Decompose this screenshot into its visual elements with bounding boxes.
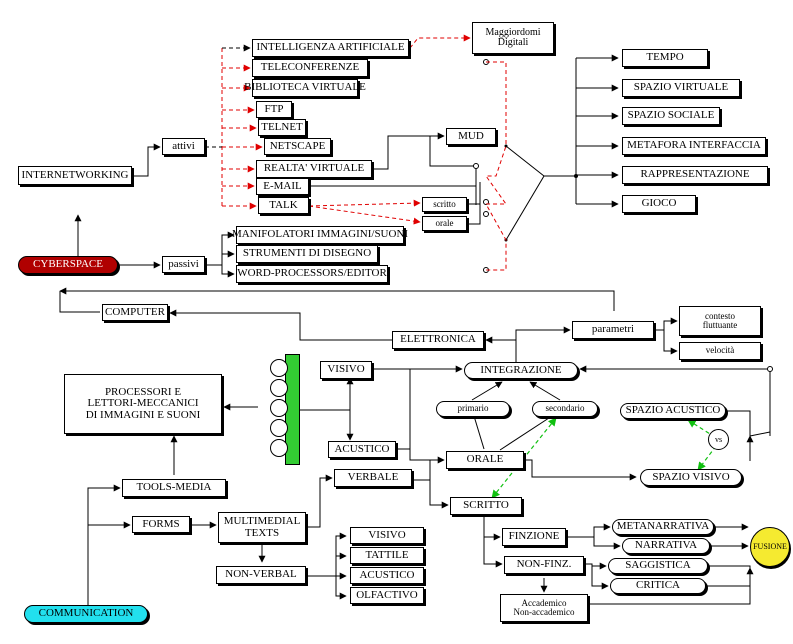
spazio-acustico-node: SPAZIO ACUSTICO bbox=[620, 403, 726, 419]
teleconferenze-node: TELECONFERENZE bbox=[252, 59, 368, 77]
media-circle bbox=[270, 359, 288, 377]
spazio-sociale-node: SPAZIO SOCIALE bbox=[622, 107, 720, 125]
passivi-node: passivi bbox=[162, 256, 205, 273]
internetworking-node: INTERNETWORKING bbox=[18, 166, 132, 185]
media-circle bbox=[270, 399, 288, 417]
scritto-node: SCRITTO bbox=[450, 497, 522, 515]
mud-node: MUD bbox=[446, 128, 496, 145]
non-finz-node: NON-FINZ. bbox=[504, 556, 584, 574]
communication-node: COMMUNICATION bbox=[24, 605, 148, 623]
biblioteca-virtuale-node: BIBLIOTECA VIRTUALE bbox=[244, 79, 366, 97]
computer-node: COMPUTER bbox=[102, 304, 168, 321]
critica-node: CRITICA bbox=[610, 578, 706, 594]
media-circle bbox=[270, 379, 288, 397]
fusione-node: FUSIONE bbox=[750, 527, 790, 567]
metanarrativa-node: METANARRATIVA bbox=[612, 519, 714, 535]
vs-label: vs bbox=[714, 435, 723, 444]
realta-virtuale-node: REALTA' VIRTUALE bbox=[256, 160, 372, 178]
acustico-top-node: ACUSTICO bbox=[328, 441, 396, 458]
olfactivo-node: OLFACTIVO bbox=[350, 587, 424, 604]
attivi-node: attivi bbox=[162, 138, 205, 155]
visivo-low-node: VISIVO bbox=[350, 527, 424, 544]
acustico-low-node: ACUSTICO bbox=[350, 567, 424, 584]
scritto-small-node: scritto bbox=[422, 197, 467, 212]
metafora-interfaccia-node: METAFORA INTERFACCIA bbox=[622, 137, 766, 155]
elettronica-node: ELETTRONICA bbox=[392, 331, 484, 349]
manipolatori-node: MANIFOLATORI IMMAGINI/SUONI bbox=[232, 226, 408, 244]
talk-node: TALK bbox=[258, 197, 309, 214]
word-processors-node: WORD-PROCESSORS/EDITOR bbox=[236, 265, 388, 283]
intelligenza-artificiale-node: INTELLIGENZA ARTIFICIALE bbox=[252, 39, 409, 57]
primario-node: primario bbox=[436, 401, 510, 417]
telnet-node: TELNET bbox=[258, 119, 306, 136]
media-circle bbox=[270, 439, 288, 457]
secondario-node: secondario bbox=[532, 401, 598, 417]
orale-small-node: orale bbox=[422, 216, 467, 231]
saggistica-node: SAGGISTICA bbox=[608, 558, 708, 574]
spazio-virtuale-node: SPAZIO VIRTUALE bbox=[622, 79, 740, 97]
visivo-top-node: VISIVO bbox=[320, 361, 372, 379]
tempo-node: TEMPO bbox=[622, 49, 708, 67]
orale-node: ORALE bbox=[446, 451, 524, 469]
netscape-node: NETSCAPE bbox=[264, 138, 331, 155]
vs-circle: vs bbox=[708, 429, 729, 450]
e-mail-node: E-MAIL bbox=[256, 178, 309, 195]
tattile-node: TATTILE bbox=[350, 547, 424, 564]
parametri-node: parametri bbox=[572, 321, 654, 339]
gioco-node: GIOCO bbox=[622, 195, 696, 213]
non-verbal-node: NON-VERBAL bbox=[216, 566, 306, 584]
ftp-node: FTP bbox=[256, 101, 292, 118]
rappresentazione-node: RAPPRESENTAZIONE bbox=[622, 166, 768, 184]
finzione-node: FINZIONE bbox=[502, 528, 566, 546]
forms-node: FORMS bbox=[132, 516, 190, 533]
verbale-node: VERBALE bbox=[334, 469, 412, 487]
velocita-node: velocità bbox=[679, 342, 761, 360]
cyberspace-node: CYBERSPACE bbox=[18, 256, 118, 274]
narrativa-node: NARRATIVA bbox=[622, 538, 710, 554]
spazio-visivo-node: SPAZIO VISIVO bbox=[640, 469, 742, 486]
strumenti-disegno-node: STRUMENTI DI DISEGNO bbox=[236, 245, 378, 263]
integrazione-node: INTEGRAZIONE bbox=[464, 362, 578, 379]
media-circle bbox=[270, 419, 288, 437]
tools-media-node: TOOLS-MEDIA bbox=[122, 479, 226, 497]
